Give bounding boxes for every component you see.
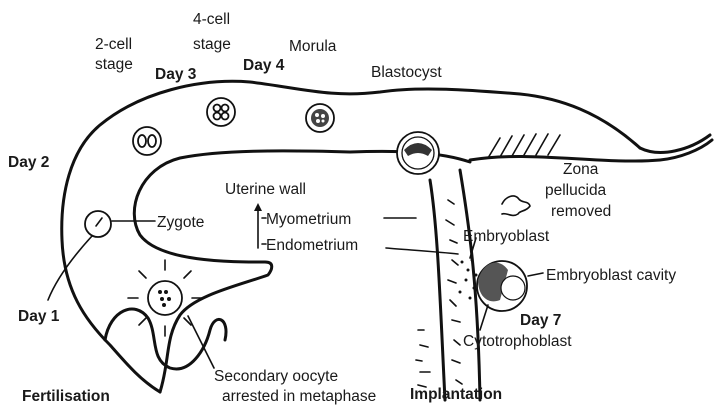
label-two-cell-line2: stage bbox=[95, 56, 133, 73]
label-day7: Day 7 bbox=[520, 312, 561, 329]
label-zona-line3: removed bbox=[551, 203, 611, 220]
label-day3: Day 3 bbox=[155, 66, 197, 83]
label-day2: Day 2 bbox=[8, 154, 49, 171]
label-fertilisation: Fertilisation bbox=[22, 388, 110, 405]
morula bbox=[306, 104, 334, 132]
label-embryoblast: Embryoblast bbox=[463, 228, 550, 245]
label-zygote: Zygote bbox=[157, 214, 204, 231]
four-cell-embryo bbox=[207, 98, 235, 126]
label-blastocyst: Blastocyst bbox=[371, 64, 442, 81]
label-zona-line2: pellucida bbox=[545, 182, 607, 199]
leader-secondary-oocyte bbox=[188, 316, 214, 368]
implanting-blastocyst bbox=[477, 261, 527, 311]
label-implantation: Implantation bbox=[410, 386, 502, 403]
tube-fringe bbox=[488, 134, 560, 158]
label-uterine-wall: Uterine wall bbox=[225, 181, 306, 198]
zona-fragment bbox=[502, 196, 530, 215]
label-four-cell-line2: stage bbox=[193, 36, 231, 53]
uterine-wall-arrowhead bbox=[254, 203, 262, 211]
label-two-cell-line1: 2-cell bbox=[95, 36, 132, 53]
label-secondary-oocyte-line2: arrested in metaphase bbox=[222, 388, 376, 405]
label-morula: Morula bbox=[289, 38, 337, 55]
label-day1: Day 1 bbox=[18, 308, 60, 325]
label-day4: Day 4 bbox=[243, 57, 285, 74]
label-cytotrophoblast: Cytotrophoblast bbox=[463, 333, 572, 350]
blastocyst bbox=[397, 132, 439, 174]
leader-day1 bbox=[48, 236, 92, 300]
leader-cytotrophoblast bbox=[480, 305, 488, 330]
secondary-oocyte bbox=[128, 260, 202, 336]
label-zona-line1: Zona bbox=[563, 161, 599, 178]
uterine-wall-right bbox=[430, 180, 445, 400]
label-four-cell-line1: 4-cell bbox=[193, 11, 230, 28]
label-embryoblast-cavity: Embryoblast cavity bbox=[546, 267, 676, 284]
label-secondary-oocyte-line1: Secondary oocyte bbox=[214, 368, 338, 385]
two-cell-embryo bbox=[133, 127, 161, 155]
leader-embryoblast-cavity bbox=[528, 273, 543, 276]
label-myometrium: Myometrium bbox=[266, 211, 351, 228]
label-endometrium: Endometrium bbox=[266, 237, 358, 254]
